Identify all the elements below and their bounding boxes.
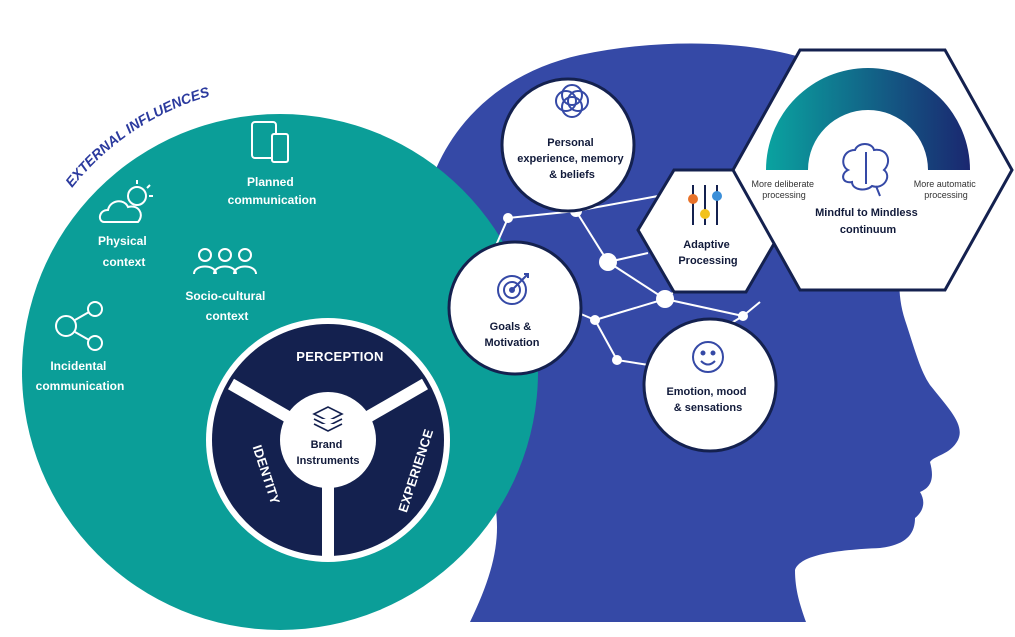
brand-instruments-label: Brand Instruments [297,439,360,467]
socio-cultural-label: Socio-cultural context [185,289,268,323]
brain-icon [842,143,890,197]
target-icon [497,273,529,305]
people-icon [193,248,257,275]
svg-text:Goals & Motivation: Goals & Motivation [485,321,540,349]
devices-icon [251,121,289,163]
brand-instruments-center [280,392,376,488]
svg-text:Mindful to Mindless cont: Mindful to Mindless continuum [815,207,921,236]
continuum-gauge [766,68,970,170]
svg-text:Emotion, mood & sensatio: Emotion, mood & sensations [666,386,749,414]
goals-motivation-node: Goals & Motivation [447,240,583,376]
svg-text:More automatic processin: More automatic processing [914,179,979,200]
personal-experience-node: Personal experience, memory & beliefs [500,77,636,213]
physical-context-label: Physical context [98,234,150,269]
cloud-sun-icon [98,180,153,223]
svg-text:More deliberate processi: More deliberate processing [751,179,816,200]
planned-communication-label: Planned communication [228,175,317,207]
mindful-continuum-node: More deliberate processing More automati… [731,48,1014,292]
perception-label: PERCEPTION [296,349,384,364]
svg-text:Adaptive Processing: Adaptive Processing [678,239,737,267]
smiley-icon [692,341,724,373]
sliders-icon [688,185,722,225]
layers-icon [312,406,344,432]
network-people-icon [55,301,103,351]
overlapping-circles-icon [555,84,589,118]
emotion-node: Emotion, mood & sensations [642,317,778,453]
svg-text:Personal experience, mem: Personal experience, memory & beliefs [517,137,626,181]
incidental-communication-label: Incidental communication [36,359,125,393]
